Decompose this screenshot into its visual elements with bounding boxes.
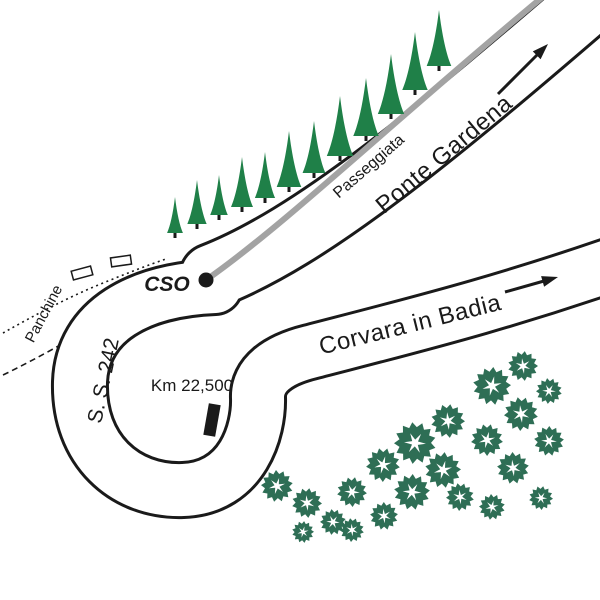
bench-icon (70, 265, 94, 281)
bush-center (541, 434, 557, 448)
bush-center (402, 483, 422, 501)
bush-center (374, 456, 392, 474)
bush-center (453, 489, 467, 505)
conifer-tree-icon (210, 175, 228, 215)
bush-center (479, 431, 495, 449)
conifer-tree-icon (276, 131, 302, 187)
benches-group (70, 254, 133, 281)
dotted-path-upper (2, 258, 167, 334)
conifer-trunk (217, 213, 221, 220)
conifer-tree-icon (167, 197, 183, 233)
conifer-tree-icon (402, 32, 428, 90)
conifer-tree-icon (326, 96, 354, 156)
bush-center (377, 508, 391, 524)
arrow-corvara-icon (504, 276, 558, 294)
bush-center (434, 460, 452, 480)
conifer-trunk (364, 134, 368, 141)
bush-center (346, 523, 358, 537)
cso-junction-dot (198, 272, 214, 288)
conifer-trunk (263, 196, 267, 203)
conifer-trunk (195, 222, 199, 229)
bush-center (482, 376, 502, 396)
bush-center (505, 459, 521, 477)
conifer-trunk (413, 88, 417, 95)
bush-center (344, 485, 360, 499)
km-marker-rect (203, 403, 221, 437)
conifer-trunk (240, 205, 244, 212)
bush-center (534, 492, 548, 504)
main-road-fill (54, 241, 600, 517)
bush-center (485, 500, 499, 514)
conifer-tree-icon (353, 78, 379, 136)
conifer-tree-icon (302, 121, 326, 173)
conifer-row (167, 10, 452, 238)
bench-icon (109, 254, 133, 268)
bush-cluster (261, 351, 564, 543)
conifer-tree-icon (254, 152, 276, 198)
conifer-trunk (389, 112, 393, 119)
bush-center (269, 478, 285, 494)
bush-center (326, 515, 340, 529)
conifer-trunk (437, 64, 441, 71)
bush-center (542, 385, 556, 397)
conifer-trunk (287, 185, 291, 192)
label-cso: CSO (144, 273, 190, 296)
label-km-marker: Km 22,500 (151, 376, 233, 395)
upper-road-fill (181, 0, 600, 307)
bush-center (512, 405, 530, 423)
label-panchine: Panchine (22, 282, 66, 345)
conifer-trunk (173, 231, 177, 238)
walkway-line (203, 0, 544, 283)
conifer-tree-icon (426, 10, 452, 66)
conifer-tree-icon (377, 54, 405, 114)
dotted-path-lower (2, 334, 79, 376)
conifer-tree-icon (187, 180, 207, 224)
bush-center (404, 433, 426, 453)
conifer-trunk (338, 154, 342, 161)
conifer-trunk (312, 171, 316, 178)
bush-center (297, 526, 309, 538)
bush-center (515, 358, 531, 374)
bush-center (299, 495, 315, 511)
arrow-ponte-gardena-icon (496, 44, 548, 96)
bush-center (439, 412, 457, 430)
conifer-tree-icon (231, 157, 253, 207)
